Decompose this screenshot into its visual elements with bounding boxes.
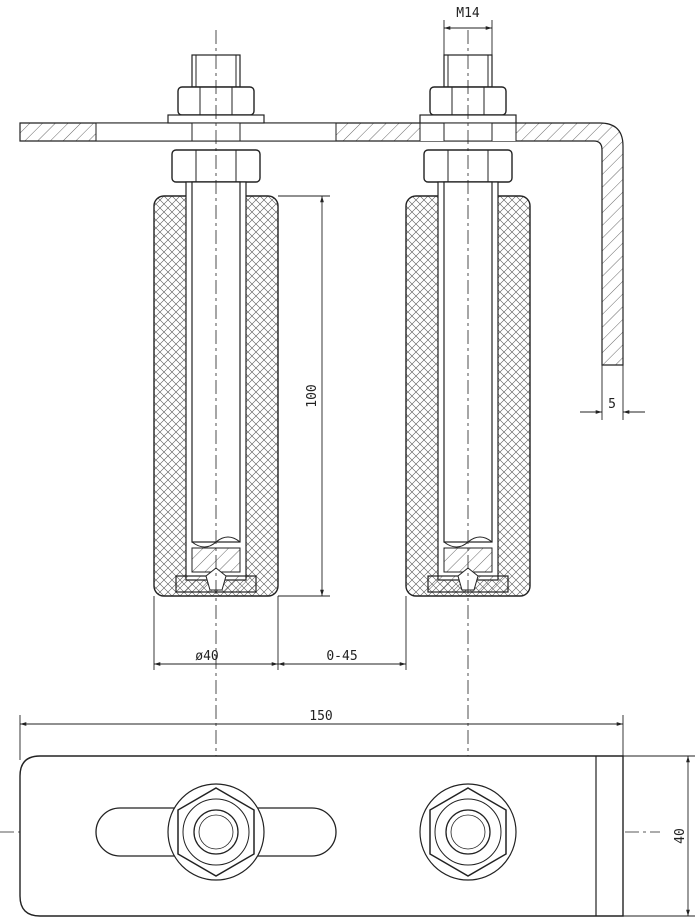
left-bolt-plan xyxy=(167,783,265,881)
dim-roller-length: 100 xyxy=(305,384,320,407)
right-bolt-plan xyxy=(419,783,517,881)
mounting-bracket xyxy=(19,122,624,366)
dim-plate-length: 150 xyxy=(309,709,332,724)
dim-roller-diameter: ø40 xyxy=(195,649,218,664)
plan-view xyxy=(19,755,624,917)
bracket-section xyxy=(19,122,624,366)
dim-plate-width: 40 xyxy=(673,828,688,844)
dimensions xyxy=(19,20,695,917)
dim-gap-range: 0-45 xyxy=(326,649,357,664)
dim-thread: M14 xyxy=(456,6,480,21)
dim-thickness: 5 xyxy=(608,397,616,412)
